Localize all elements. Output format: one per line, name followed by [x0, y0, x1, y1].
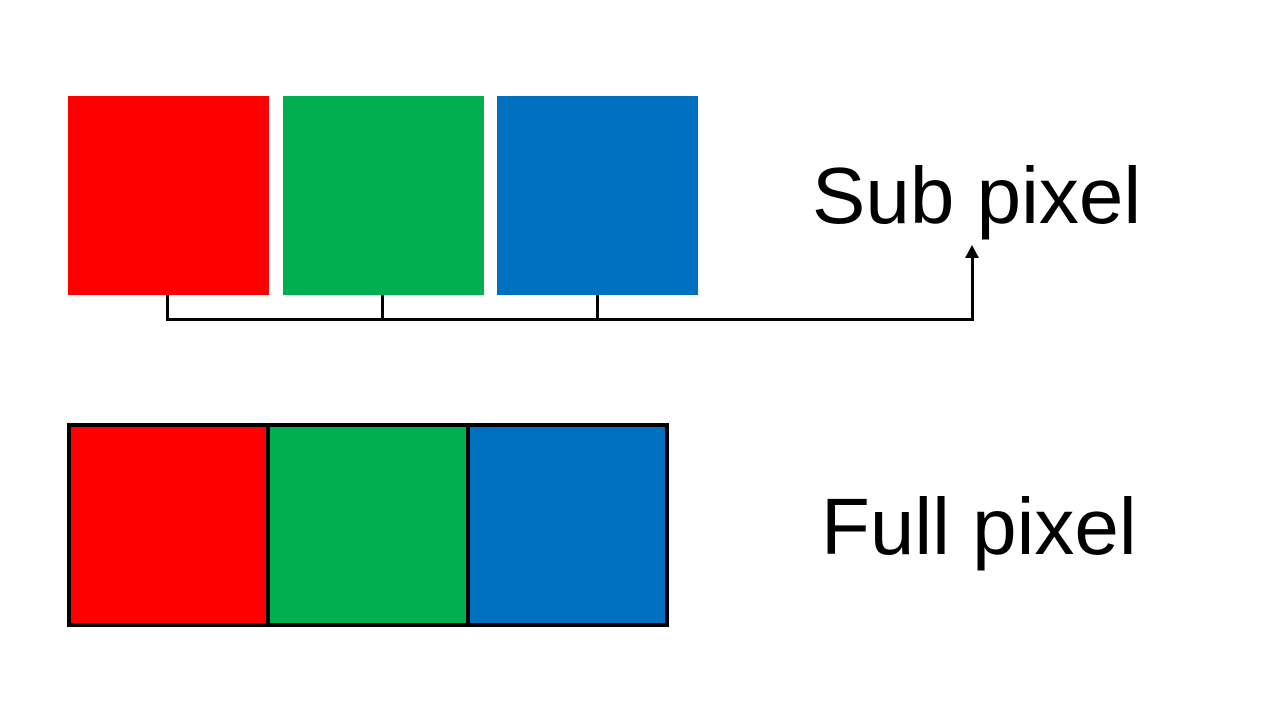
arrow-shaft-line [971, 256, 974, 321]
fullpixel-label: Full pixel [821, 482, 1137, 571]
up-arrow-icon [965, 245, 979, 258]
bracket-tick-green [381, 295, 384, 319]
bracket-tick-blue [596, 295, 599, 319]
fullpixel-red-cell [71, 427, 267, 623]
bracket-tick-red [166, 295, 169, 319]
subpixel-blue-square [497, 96, 698, 295]
fullpixel-box [67, 423, 669, 627]
fullpixel-green-cell [270, 427, 466, 623]
fullpixel-blue-cell [469, 427, 665, 623]
bracket-horizontal-line [166, 318, 974, 321]
subpixel-green-square [283, 96, 484, 295]
subpixel-label: Sub pixel [812, 151, 1142, 240]
subpixel-red-square [68, 96, 269, 295]
